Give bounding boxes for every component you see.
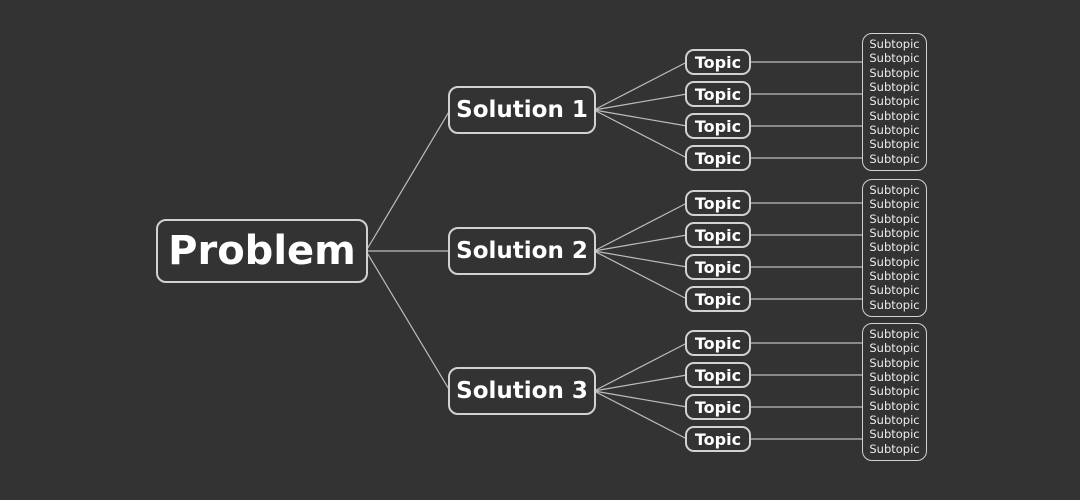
- node-topic-1-4[interactable]: Topic: [685, 145, 751, 171]
- node-solution-1[interactable]: Solution 1: [448, 86, 596, 134]
- connector-line: [593, 374, 688, 392]
- subtopic-item[interactable]: Subtopic: [869, 283, 920, 298]
- subtopic-item[interactable]: Subtopic: [869, 384, 920, 399]
- node-topic-1-2[interactable]: Topic: [685, 81, 751, 107]
- connector-line: [593, 234, 688, 252]
- node-topic-2-1[interactable]: Topic: [685, 190, 751, 216]
- subtopic-item[interactable]: Subtopic: [869, 197, 920, 212]
- subtopic-item[interactable]: Subtopic: [869, 36, 920, 51]
- node-solution-3[interactable]: Solution 3: [448, 367, 596, 415]
- node-topic-3-4[interactable]: Topic: [685, 426, 751, 452]
- subtopic-group-2: Subtopic Subtopic Subtopic Subtopic Subt…: [862, 179, 927, 317]
- subtopic-item[interactable]: Subtopic: [869, 108, 920, 123]
- subtopic-item[interactable]: Subtopic: [869, 65, 920, 80]
- connector-line: [593, 109, 688, 127]
- node-topic-3-2[interactable]: Topic: [685, 362, 751, 388]
- subtopic-item[interactable]: Subtopic: [869, 355, 920, 370]
- subtopic-item[interactable]: Subtopic: [869, 51, 920, 66]
- node-topic-3-1[interactable]: Topic: [685, 330, 751, 356]
- subtopic-item[interactable]: Subtopic: [869, 398, 920, 413]
- subtopic-item[interactable]: Subtopic: [869, 412, 920, 427]
- connector-line: [593, 342, 688, 392]
- subtopic-item[interactable]: Subtopic: [869, 79, 920, 94]
- node-topic-1-1[interactable]: Topic: [685, 49, 751, 75]
- subtopic-item[interactable]: Subtopic: [869, 268, 920, 283]
- node-topic-3-3[interactable]: Topic: [685, 394, 751, 420]
- node-topic-2-4[interactable]: Topic: [685, 286, 751, 312]
- connector-line: [593, 250, 688, 268]
- subtopic-item[interactable]: Subtopic: [869, 182, 920, 197]
- connector-line: [593, 390, 688, 440]
- subtopic-item[interactable]: Subtopic: [869, 240, 920, 255]
- connector-line: [593, 109, 688, 159]
- connector-line: [365, 250, 451, 392]
- node-solution-2[interactable]: Solution 2: [448, 227, 596, 275]
- subtopic-item[interactable]: Subtopic: [869, 341, 920, 356]
- subtopic-item[interactable]: Subtopic: [869, 297, 920, 312]
- subtopic-item[interactable]: Subtopic: [869, 94, 920, 109]
- subtopic-item[interactable]: Subtopic: [869, 137, 920, 152]
- subtopic-item[interactable]: Subtopic: [869, 122, 920, 137]
- subtopic-item[interactable]: Subtopic: [869, 369, 920, 384]
- subtopic-item[interactable]: Subtopic: [869, 211, 920, 226]
- subtopic-item[interactable]: Subtopic: [869, 326, 920, 341]
- node-topic-2-2[interactable]: Topic: [685, 222, 751, 248]
- subtopic-item[interactable]: Subtopic: [869, 151, 920, 166]
- subtopic-group-3: Subtopic Subtopic Subtopic Subtopic Subt…: [862, 323, 927, 461]
- subtopic-item[interactable]: Subtopic: [869, 254, 920, 269]
- subtopic-item[interactable]: Subtopic: [869, 441, 920, 456]
- connector-line: [593, 202, 688, 252]
- connector-line: [365, 109, 451, 252]
- connector-line: [593, 93, 688, 111]
- node-topic-1-3[interactable]: Topic: [685, 113, 751, 139]
- connector-line: [593, 61, 688, 111]
- connector-line: [593, 390, 688, 408]
- node-topic-2-3[interactable]: Topic: [685, 254, 751, 280]
- subtopic-group-1: Subtopic Subtopic Subtopic Subtopic Subt…: [862, 33, 927, 171]
- subtopic-item[interactable]: Subtopic: [869, 225, 920, 240]
- subtopic-item[interactable]: Subtopic: [869, 427, 920, 442]
- connector-line: [593, 250, 688, 300]
- node-problem[interactable]: Problem: [156, 219, 368, 283]
